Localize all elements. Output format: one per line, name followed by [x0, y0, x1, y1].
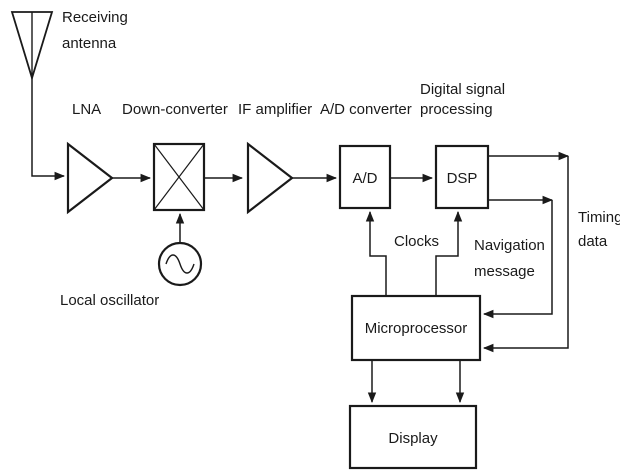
ad-converter-label: A/D converter [320, 101, 412, 118]
antenna-to-lna-wire [31, 78, 66, 181]
lna-amplifier-icon [66, 141, 114, 215]
navigation-label-line2: message [474, 263, 535, 280]
if-amplifier-label: IF amplifier [238, 101, 312, 118]
down-converter-label: Down-converter [122, 101, 228, 118]
ad-converter-block [338, 144, 392, 210]
dsp-title-label-line1: Digital signal [420, 81, 505, 98]
receiving-antenna-label-line2: antenna [62, 35, 117, 52]
clock-to-dsp-wire [435, 210, 463, 296]
ad-block-text: A/D [352, 170, 377, 187]
timing-to-microprocessor-wire [482, 156, 569, 353]
local-oscillator-icon [157, 241, 203, 287]
antenna-icon [10, 11, 54, 82]
timing-label-line2: data [578, 233, 608, 250]
clock-to-ad-wire [365, 210, 387, 296]
microprocessor-block-text: Microprocessor [365, 320, 468, 337]
dsp-block [434, 144, 490, 210]
receiving-antenna-label-line1: Receiving [62, 9, 128, 26]
clocks-label: Clocks [394, 233, 439, 250]
if-amplifier-icon [246, 141, 294, 215]
mixer-icon [152, 142, 206, 212]
timing-label-line1: Timing [578, 209, 620, 226]
local-oscillator-label: Local oscillator [60, 292, 159, 309]
lna-label: LNA [72, 101, 101, 118]
microprocessor-block [350, 294, 482, 362]
display-block [348, 404, 478, 470]
navigation-to-microprocessor-wire [482, 200, 553, 319]
dsp-title-label-line2: processing [420, 101, 493, 118]
dsp-block-text: DSP [447, 170, 478, 187]
navigation-label-line1: Navigation [474, 237, 545, 254]
display-block-text: Display [388, 430, 438, 447]
